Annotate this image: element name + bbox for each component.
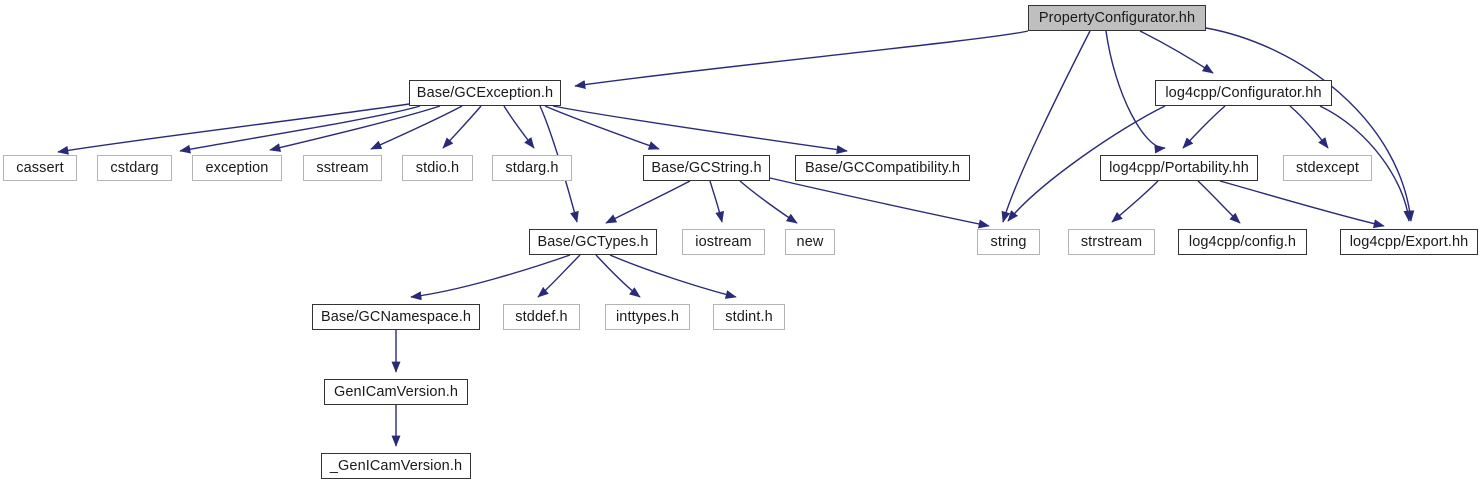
graph-node-sstream[interactable]: sstream	[303, 155, 382, 181]
graph-node-label: inttypes.h	[615, 308, 680, 325]
graph-node-label: stddef.h	[515, 308, 568, 325]
graph-node-label: iostream	[695, 233, 752, 250]
graph-node-_genicamversion[interactable]: _GenICamVersion.h	[321, 453, 471, 479]
graph-node-stdint_h[interactable]: stdint.h	[713, 304, 785, 330]
graph-node-gcexception[interactable]: Base/GCException.h	[409, 80, 561, 106]
graph-node-label: GenICamVersion.h	[333, 383, 459, 400]
graph-node-cassert[interactable]: cassert	[3, 155, 77, 181]
graph-node-label: stdexcept	[1296, 159, 1359, 176]
edge-log4cpp_configurator-to-string	[1007, 105, 1166, 222]
edge-gctypes-to-gcnamespace	[410, 254, 571, 301]
graph-node-new[interactable]: new	[785, 229, 835, 255]
graph-node-label: cstdarg	[110, 159, 159, 176]
edge-log4cpp_portability-to-strstream	[1111, 180, 1159, 223]
graph-node-gctypes[interactable]: Base/GCTypes.h	[529, 229, 657, 255]
graph-node-label: exception	[205, 159, 269, 176]
graph-node-gcnamespace[interactable]: Base/GCNamespace.h	[312, 304, 480, 330]
graph-node-log4cpp_configurator[interactable]: log4cpp/Configurator.hh	[1155, 80, 1332, 106]
graph-node-label: _GenICamVersion.h	[329, 457, 463, 474]
graph-node-propertyconfigurator[interactable]: PropertyConfigurator.hh	[1028, 5, 1206, 31]
edge-gcexception-to-cstdarg	[179, 105, 421, 154]
graph-node-exception[interactable]: exception	[192, 155, 282, 181]
edge-log4cpp_configurator-to-log4cpp_portability	[1182, 105, 1226, 149]
edge-gcexception-to-exception	[269, 105, 441, 152]
graph-node-cstdarg[interactable]: cstdarg	[97, 155, 172, 181]
graph-node-log4cpp_config[interactable]: log4cpp/config.h	[1178, 229, 1307, 255]
edge-log4cpp_configurator-to-stdexcept	[1289, 105, 1329, 149]
graph-node-label: log4cpp/Export.hh	[1349, 233, 1469, 250]
graph-node-string[interactable]: string	[977, 229, 1040, 255]
graph-node-genicamversion[interactable]: GenICamVersion.h	[324, 379, 468, 405]
graph-node-iostream[interactable]: iostream	[682, 229, 765, 255]
edge-gcstring-to-iostream	[709, 180, 725, 223]
graph-node-label: new	[796, 233, 824, 250]
edge-propertyconfigurator-to-gcexception	[574, 30, 1029, 89]
edge-log4cpp_portability-to-log4cpp_export	[1219, 180, 1385, 229]
graph-node-log4cpp_export[interactable]: log4cpp/Export.hh	[1340, 229, 1478, 255]
graph-node-stdio_h[interactable]: stdio.h	[402, 155, 473, 181]
graph-node-label: PropertyConfigurator.hh	[1038, 9, 1196, 26]
graph-node-gcstring[interactable]: Base/GCString.h	[643, 155, 770, 181]
graph-node-label: Base/GCString.h	[651, 159, 762, 176]
edge-gcstring-to-string	[769, 177, 990, 229]
graph-node-label: cassert	[16, 159, 64, 176]
graph-node-stddef_h[interactable]: stddef.h	[503, 304, 580, 330]
edge-gctypes-to-stddef_h	[537, 254, 581, 298]
graph-node-inttypes_h[interactable]: inttypes.h	[605, 304, 690, 330]
edge-gcstring-to-gctypes	[605, 180, 691, 224]
graph-node-label: stdarg.h	[505, 159, 559, 176]
graph-node-label: Base/GCCompatibility.h	[804, 159, 961, 176]
edge-gcexception-to-gcstring	[544, 105, 660, 150]
edge-propertyconfigurator-to-log4cpp_export	[1205, 27, 1415, 222]
graph-node-label: log4cpp/Portability.hh	[1109, 159, 1249, 176]
graph-node-label: log4cpp/config.h	[1188, 233, 1297, 250]
edge-gcexception-to-sstream	[370, 105, 463, 150]
edge-gcexception-to-gccompatibility	[552, 105, 848, 154]
edge-gcstring-to-new	[739, 180, 798, 224]
graph-node-label: string	[990, 233, 1027, 250]
graph-node-log4cpp_portability[interactable]: log4cpp/Portability.hh	[1100, 155, 1258, 181]
edge-gcexception-to-cassert	[57, 103, 410, 155]
graph-node-label: stdio.h	[415, 159, 460, 176]
edge-propertyconfigurator-to-log4cpp_configurator	[1139, 30, 1214, 74]
graph-node-label: stdint.h	[725, 308, 773, 325]
graph-node-gccompatibility[interactable]: Base/GCCompatibility.h	[795, 155, 970, 181]
graph-node-stdexcept[interactable]: stdexcept	[1283, 155, 1372, 181]
graph-node-stdarg_h[interactable]: stdarg.h	[492, 155, 572, 181]
graph-node-label: log4cpp/Configurator.hh	[1165, 84, 1322, 101]
graph-node-label: Base/GCException.h	[416, 84, 554, 101]
edge-gctypes-to-inttypes_h	[595, 254, 641, 298]
graph-node-label: Base/GCNamespace.h	[320, 308, 472, 325]
graph-node-label: strstream	[1080, 233, 1143, 250]
graph-node-label: sstream	[316, 159, 369, 176]
edge-log4cpp_portability-to-log4cpp_config	[1197, 180, 1241, 224]
graph-node-strstream[interactable]: strstream	[1068, 229, 1155, 255]
edge-gcexception-to-stdarg_h	[503, 105, 535, 149]
edge-gcexception-to-stdio_h	[442, 105, 482, 149]
edge-propertyconfigurator-to-string	[1001, 30, 1091, 223]
edge-gctypes-to-stdint_h	[609, 254, 737, 299]
graph-node-label: Base/GCTypes.h	[537, 233, 649, 250]
edge-log4cpp_configurator-to-log4cpp_export	[1319, 105, 1413, 222]
edge-propertyconfigurator-to-log4cpp_portability	[1105, 30, 1166, 154]
